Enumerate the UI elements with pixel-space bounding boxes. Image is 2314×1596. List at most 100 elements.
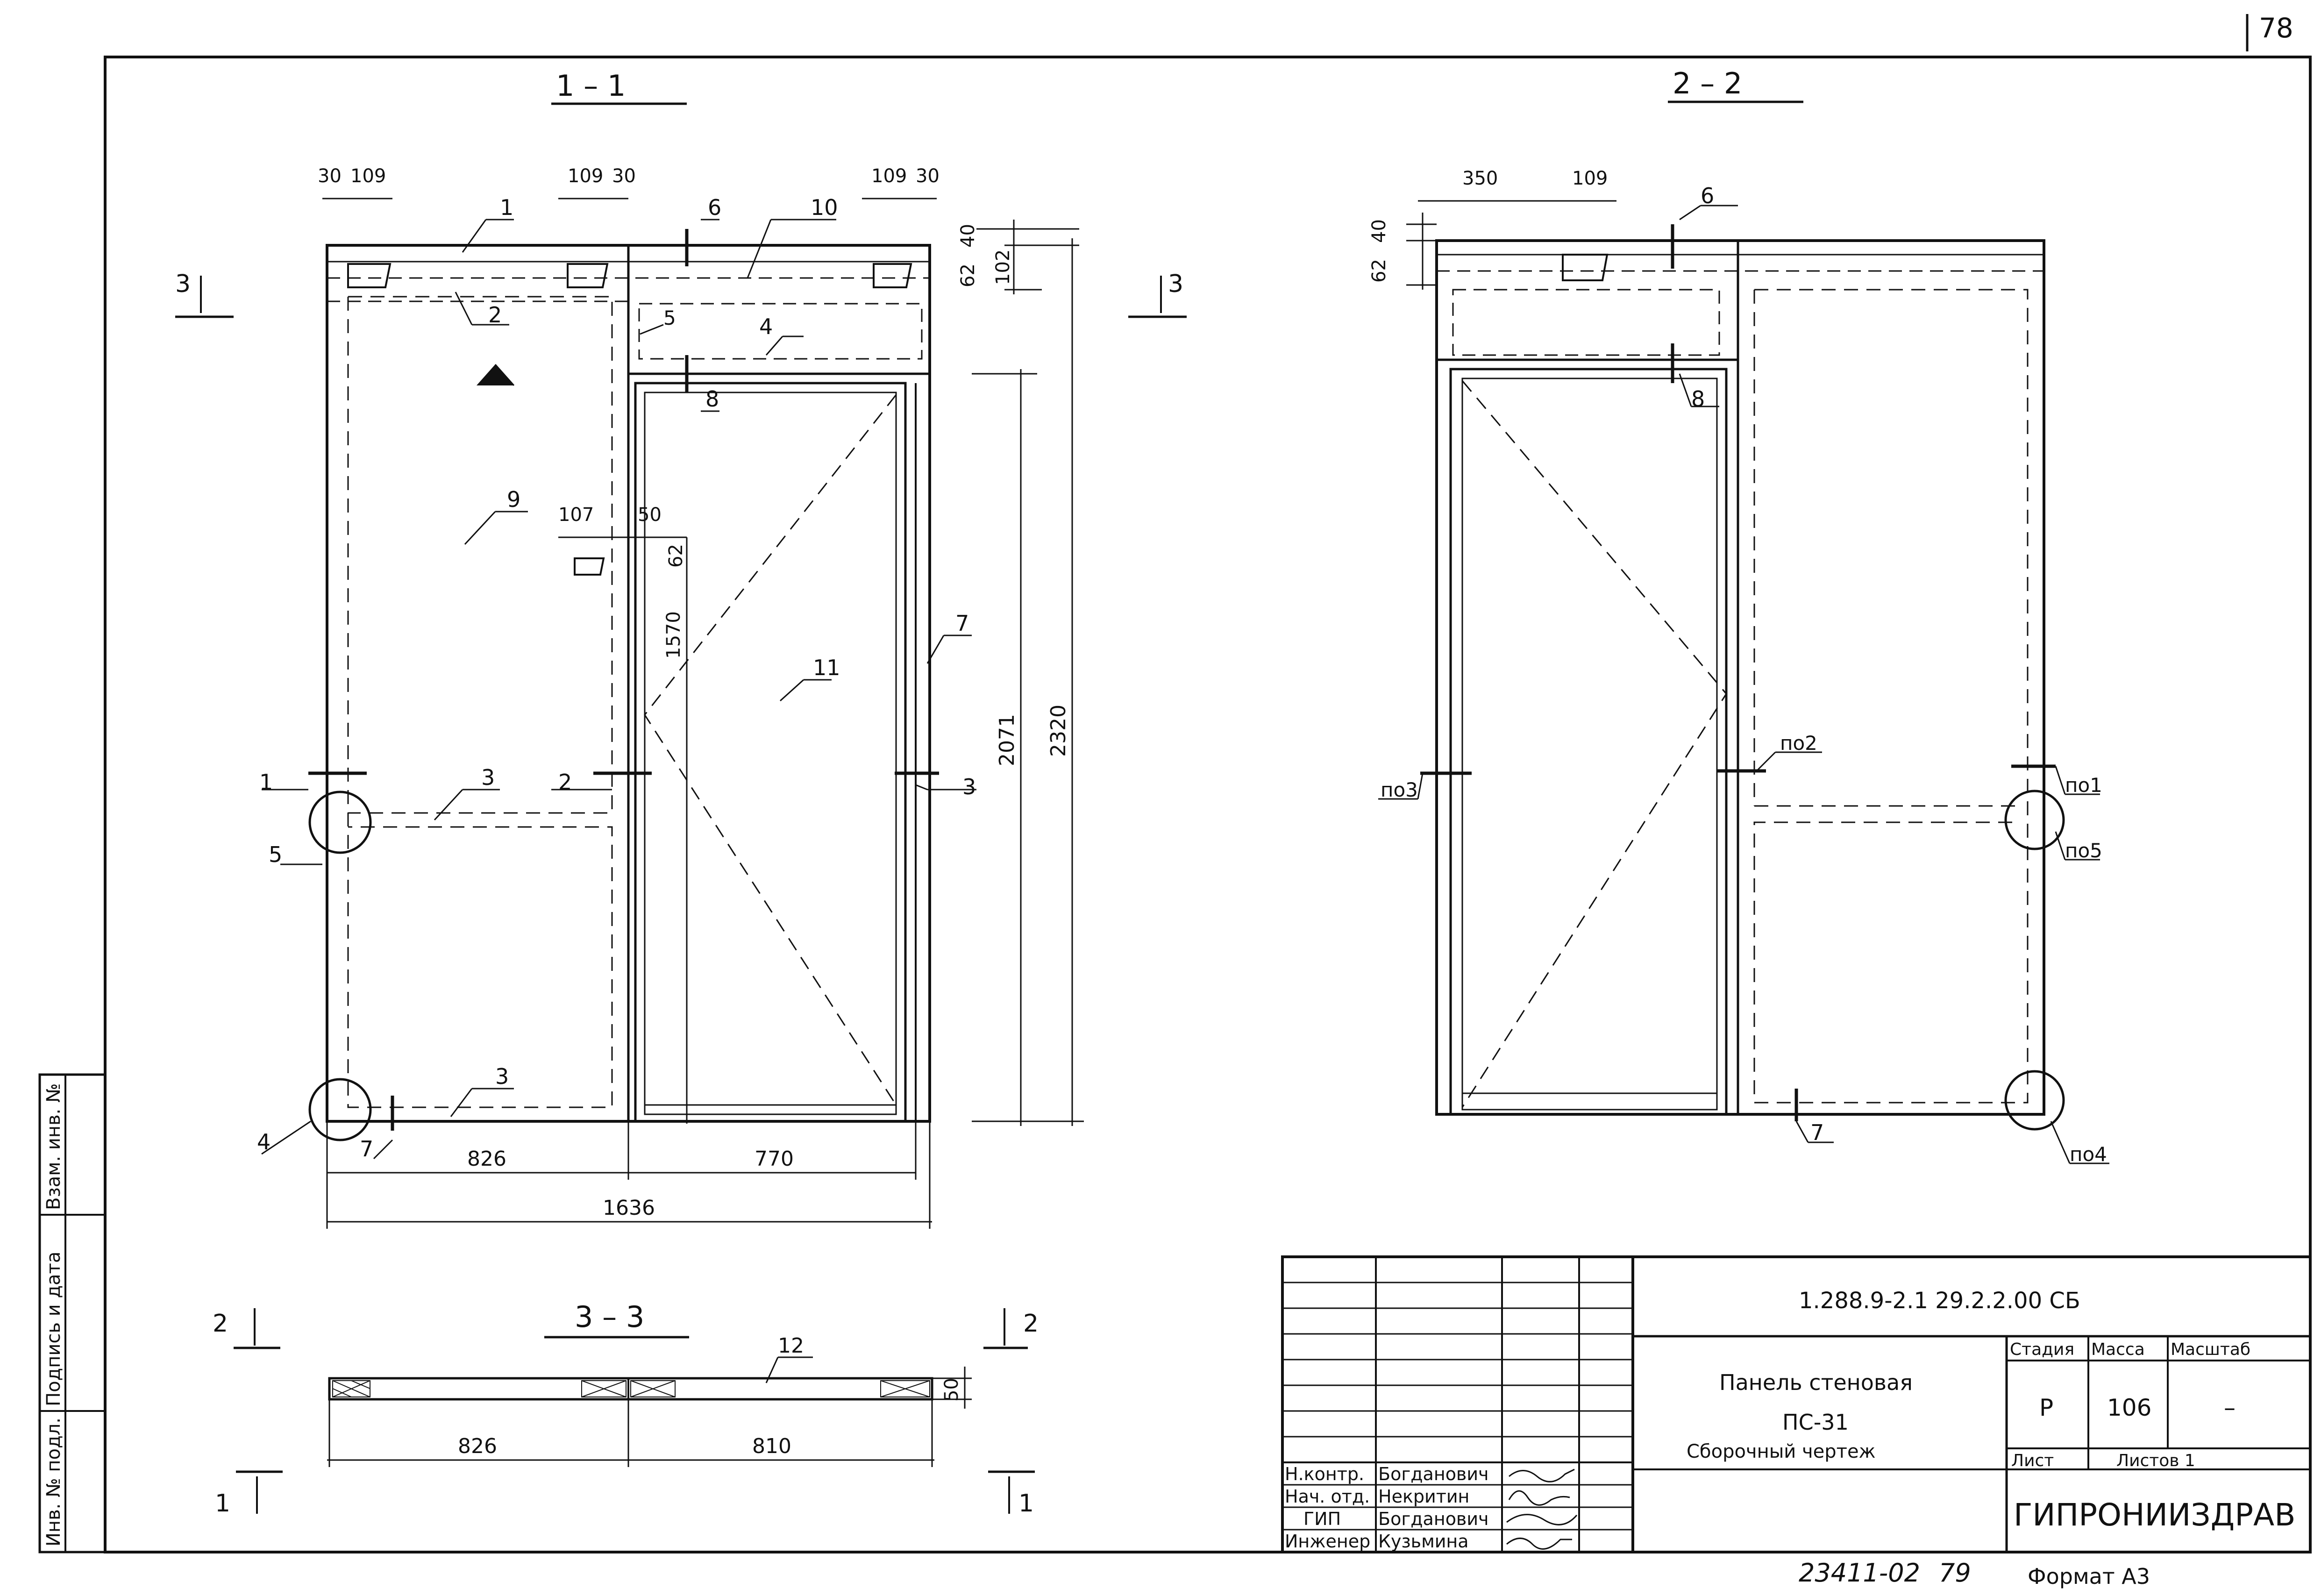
- callout-3: 3: [962, 774, 976, 799]
- callout-4: 4: [759, 314, 773, 339]
- role-name: Богданович: [1378, 1509, 1488, 1529]
- callout-1: 1: [500, 195, 513, 220]
- dim-30: 30: [612, 165, 636, 187]
- sheet-header: Лист: [2011, 1451, 2054, 1470]
- callout-2: 2: [488, 302, 502, 328]
- callout-5: 5: [663, 306, 676, 329]
- dim-810: 810: [752, 1434, 791, 1458]
- callout-3: 3: [495, 1064, 509, 1089]
- section-2-2: 2 – 2 350 109 62 40: [1368, 66, 2109, 1166]
- callout-1: 1: [259, 770, 273, 795]
- title-line-2: ПС-31: [1782, 1410, 1849, 1435]
- dim-1570: 1570: [663, 611, 684, 659]
- role-name: Богданович: [1378, 1464, 1488, 1484]
- scale-header: Масштаб: [2171, 1340, 2250, 1359]
- lifting-loop: [873, 263, 912, 288]
- role-label: ГИП: [1303, 1509, 1341, 1529]
- dim-770: 770: [755, 1147, 794, 1171]
- stage-header: Стадия: [2010, 1340, 2074, 1359]
- callout-9: 9: [507, 487, 520, 512]
- section-1-1: 1 – 1: [175, 69, 1187, 1229]
- callout-po2: по2: [1780, 732, 1817, 755]
- dim-107: 107: [558, 504, 594, 526]
- stamp-signature-date: Подпись и дата: [43, 1252, 64, 1406]
- margin-stamp-frame: [38, 1073, 107, 1553]
- role-label: Инженер: [1285, 1531, 1370, 1552]
- role-name: Кузьмина: [1378, 1531, 1469, 1552]
- door-swing-lines: [644, 394, 897, 1105]
- organization: ГИПРОНИИЗДРАВ: [2014, 1497, 2295, 1533]
- door-frame-inner: [1461, 378, 1718, 1111]
- dim-109: 109: [871, 165, 907, 187]
- dim-109: 109: [1572, 168, 1608, 189]
- callout-7: 7: [1810, 1120, 1824, 1145]
- dim-40: 40: [957, 224, 979, 248]
- door-frame-outer: [1449, 368, 1728, 1116]
- callout-5: 5: [269, 842, 282, 867]
- role-label: Нач. отд.: [1285, 1486, 1370, 1507]
- section-mark-1: 1: [215, 1489, 230, 1518]
- callout-2: 2: [558, 770, 572, 795]
- callout-4: 4: [257, 1129, 271, 1154]
- margin-stamp: Инв. № подл. Подпись и дата Взам. инв. №: [38, 1073, 107, 1553]
- node-circle-4: [308, 1078, 372, 1141]
- section-2-2-title: 2 – 2: [1673, 66, 1742, 100]
- sheet-frame: [104, 56, 2312, 1553]
- title-line-1: Панель стеновая: [1719, 1370, 1913, 1395]
- dim-50: 50: [638, 504, 662, 526]
- page-number: 78: [2259, 12, 2293, 44]
- scale-value: –: [2224, 1394, 2236, 1421]
- section-1-1-title: 1 – 1: [556, 69, 626, 103]
- dim-102: 102: [992, 249, 1014, 285]
- callout-3: 3: [481, 765, 495, 790]
- footer-format: Формат А3: [2028, 1564, 2150, 1589]
- dim-30: 30: [318, 165, 342, 187]
- mass-value: 106: [2107, 1394, 2151, 1421]
- title-block-frame: [1281, 1255, 2312, 1553]
- dim-2320: 2320: [1047, 705, 1070, 757]
- embedded-part: [574, 557, 605, 576]
- dim-1636: 1636: [603, 1196, 655, 1220]
- section-mark-1: 1: [1018, 1489, 1034, 1518]
- section-mark-3: 3: [175, 270, 191, 298]
- node-circle-5: [308, 791, 372, 854]
- section-mark-3: 3: [1168, 270, 1183, 298]
- lifting-loop: [1562, 254, 1609, 281]
- node-circle-po4: [2004, 1070, 2065, 1131]
- dim-826: 826: [467, 1147, 506, 1171]
- callout-po5: по5: [2065, 839, 2102, 862]
- title-line-3: Сборочный чертеж: [1687, 1441, 1876, 1462]
- dim-826: 826: [458, 1434, 497, 1458]
- mass-header: Масса: [2091, 1340, 2145, 1359]
- lifting-loop: [567, 263, 609, 288]
- door-swing-lines: [1461, 380, 1727, 1108]
- footer-number: 23411-02: [1799, 1558, 1920, 1588]
- panel-outline: [1435, 239, 2045, 1116]
- orientation-triangle: [477, 364, 514, 385]
- role-label: Н.контр.: [1285, 1464, 1364, 1484]
- stamp-inv-podl: Инв. № подл.: [43, 1418, 64, 1546]
- footer-sheet: 79: [1939, 1558, 1971, 1588]
- signatures: [1506, 1468, 1578, 1550]
- section-3-3-title: 3 – 3: [575, 1300, 644, 1334]
- dim-50: 50: [941, 1378, 962, 1402]
- stage-value: Р: [2039, 1394, 2053, 1421]
- callout-6: 6: [708, 195, 721, 220]
- callout-6: 6: [1701, 183, 1714, 208]
- dim-40: 40: [1368, 219, 1390, 243]
- lifting-loop: [347, 263, 392, 288]
- callout-8: 8: [705, 386, 719, 412]
- dim-109: 109: [568, 165, 603, 187]
- doc-code: 1.288.9-2.1 29.2.2.00 СБ: [1799, 1288, 2080, 1314]
- callout-10: 10: [811, 195, 838, 220]
- section-3-3-slab: [328, 1377, 933, 1401]
- role-name: Некритин: [1378, 1486, 1469, 1507]
- section-mark-2: 2: [1023, 1310, 1039, 1338]
- callout-po1: по1: [2065, 774, 2102, 797]
- section-mark-2: 2: [213, 1310, 228, 1338]
- callout-11: 11: [813, 655, 840, 680]
- callout-po4: по4: [2070, 1143, 2107, 1166]
- callout-8: 8: [1691, 386, 1705, 412]
- door-frame-outer: [634, 382, 907, 1123]
